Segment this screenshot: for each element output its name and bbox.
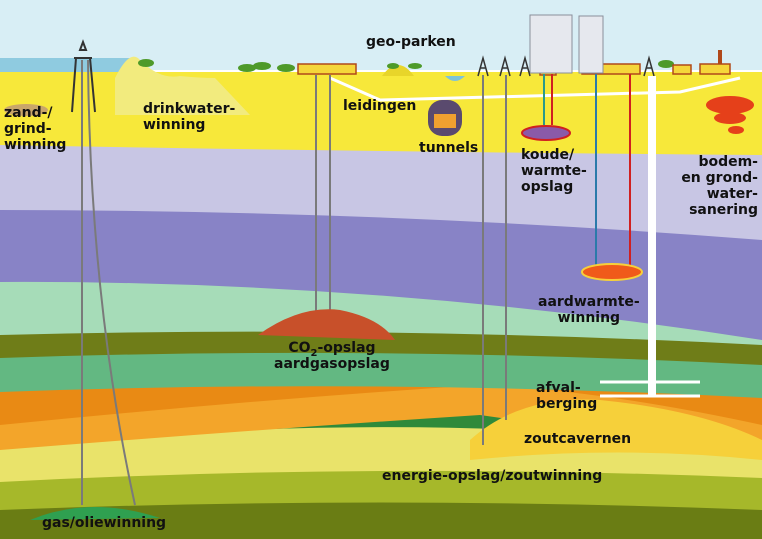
sand-pile [4,104,48,116]
label-zoutcavernen: zoutcavernen [524,431,632,447]
dune-hill [115,56,250,115]
label-geoparken: geo-parken [366,34,456,50]
drilling-rigs [477,55,655,77]
label-koude-warmte: koude/ warmte- opslag [521,147,587,195]
label-zand-grind: zand-/ grind- winning [4,105,67,153]
purple-layer [0,205,762,340]
gas-reservoir [30,506,160,520]
pipelines [329,76,741,102]
wells [81,59,507,506]
label-aardwarmte: aardwarmte- winning [538,294,640,326]
label-bodem-sanering: bodem- en grond- water- sanering [681,154,758,218]
orange-layer [0,380,762,455]
contamination-plume [706,96,754,134]
label-gas-olie: gas/oliewinning [42,515,167,531]
highrise-buildings [529,14,604,74]
label-tunnels: tunnels [419,140,479,156]
label-leidingen: leidingen [343,98,417,114]
salt-dome [470,399,762,460]
geothermal-reservoir [581,263,643,281]
lavender-layer [0,140,762,240]
trees [138,58,674,72]
co2-storage-dome [258,309,395,340]
olive-band [0,462,762,510]
storage-reservoir [521,125,571,141]
train [434,114,456,128]
label-co2-aardgas: CO2-opslag aardgasopslag [274,340,390,372]
green-mid-layer [0,351,762,398]
label-drinkwater: drinkwater- winning [143,101,236,133]
disposal-shaft [648,76,656,396]
label-energie-opslag: energie-opslag/zoutwinning [382,468,603,484]
label-co2: CO2-opslag [288,340,376,359]
label-afvalberging: afval- berging [536,380,598,412]
offshore-platform [71,39,96,113]
pond [445,76,465,81]
